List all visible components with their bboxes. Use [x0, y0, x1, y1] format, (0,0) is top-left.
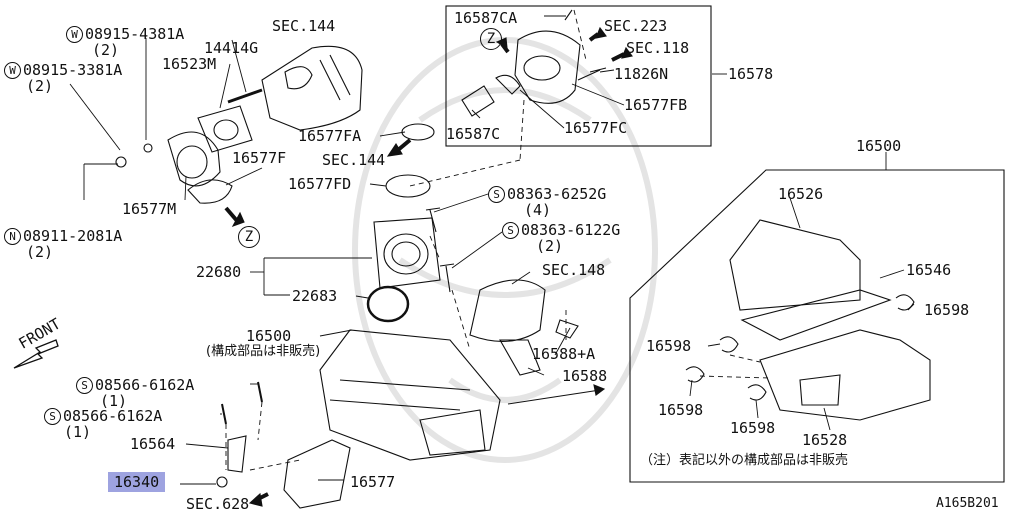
part-label: 16500	[856, 137, 902, 155]
part-label: 16588	[562, 367, 608, 385]
fastener-code: 08363-6122G	[521, 221, 621, 239]
part-label: 16546	[906, 261, 952, 279]
fastener-qty: (2)	[92, 41, 120, 59]
part-label: 16577FA	[298, 127, 362, 145]
diagram-code: A165B201	[936, 496, 999, 511]
part-label: 16577FD	[288, 175, 352, 193]
s-circle-icon: S	[44, 408, 61, 425]
part-note: (構成部品は非販売)	[206, 344, 321, 359]
clamp-16577FD	[385, 174, 431, 198]
part-label: 16598	[658, 401, 704, 419]
watermark-emblem	[352, 37, 658, 463]
part-label: 16587C	[446, 125, 501, 143]
fastener-qty: (1)	[64, 423, 92, 441]
part-label: 16577FB	[624, 96, 688, 114]
gasket-22683	[366, 285, 410, 323]
n-circle-icon: N	[4, 228, 21, 245]
part-label: 16577FC	[564, 119, 628, 137]
part-label: 14414G	[204, 39, 259, 57]
air-duct-144	[261, 45, 363, 131]
front-arrow-icon	[13, 339, 59, 369]
connector-16577M	[167, 131, 221, 187]
fastener-qty: (2)	[536, 237, 564, 255]
part-label: 16587CA	[454, 9, 518, 27]
sec-label: SEC.144	[272, 17, 336, 35]
gasket-16523M	[197, 105, 253, 153]
z-circle: Z	[480, 28, 502, 50]
footnote: （注）表記以外の構成部品は非販売	[640, 453, 849, 468]
fastener-code: 08566-6162A	[63, 407, 163, 425]
bracket-sec148	[469, 279, 546, 342]
clip-16598-b	[685, 366, 705, 383]
clip-16588A	[555, 319, 579, 339]
w-circle-icon: W	[66, 26, 83, 43]
fastener-code: 08566-6162A	[95, 376, 195, 394]
fastener-qty: (2)	[26, 243, 54, 261]
bracket-16588	[499, 339, 541, 376]
fastener-code: 08911-2081A	[23, 227, 123, 245]
s-circle-icon: S	[502, 222, 519, 239]
part-label: 16577M	[122, 200, 177, 218]
filter-16546	[740, 289, 892, 341]
s-circle-icon: S	[76, 377, 93, 394]
bracket-16564	[227, 435, 247, 473]
clamp-16577FA	[401, 123, 435, 141]
case-16528	[759, 329, 931, 421]
part-label: 22683	[292, 287, 338, 305]
part-label: 16500	[246, 327, 292, 345]
cover-16526	[729, 219, 861, 311]
sec-label: SEC.223	[604, 17, 668, 35]
clip-16598-d	[895, 294, 915, 311]
w-circle-icon: W	[4, 62, 21, 79]
part-label: 16523M	[162, 55, 217, 73]
sec-label: SEC.148	[542, 261, 606, 279]
fastener-code: 08915-4381A	[85, 25, 185, 43]
z-marker-upper: Z	[480, 28, 502, 50]
part-label: 16528	[802, 431, 848, 449]
fastener-qty: (4)	[524, 201, 552, 219]
part-16340-highlighted[interactable]: 16340	[108, 472, 166, 492]
part-label: 16598	[730, 419, 776, 437]
air-cleaner-16500	[319, 329, 501, 461]
z-circle: Z	[238, 226, 260, 248]
inset-box-16500	[629, 169, 1005, 483]
part-label: 16588+A	[532, 345, 596, 363]
sec-label: SEC.144	[322, 151, 386, 169]
fastener-code: 08363-6252G	[507, 185, 607, 203]
part-label: 16577	[350, 473, 396, 491]
part-label: 22680	[196, 263, 242, 281]
part-label: 16564	[130, 435, 176, 453]
part-label: 16598	[646, 337, 692, 355]
throttle-body-22680	[373, 217, 441, 289]
sec-label: SEC.628	[186, 495, 250, 511]
part-number-highlight[interactable]: 16340	[108, 472, 166, 492]
inset-box-16578	[445, 5, 712, 147]
clip-16598-c	[747, 384, 767, 401]
nut-16340	[216, 476, 228, 488]
part-label: 11826N	[614, 65, 669, 83]
part-label: 16526	[778, 185, 824, 203]
fastener-qty: (2)	[26, 77, 54, 95]
part-label: 16598	[924, 301, 970, 319]
duct-16577	[283, 439, 351, 509]
part-label: 16578	[728, 65, 774, 83]
fastener-code: 08915-3381A	[23, 61, 123, 79]
clip-16598-a	[719, 336, 739, 353]
part-label: 16577F	[232, 149, 287, 167]
sec-label: SEC.118	[626, 39, 690, 57]
z-marker-lower: Z	[238, 226, 260, 248]
s-circle-icon: S	[488, 186, 505, 203]
resonator-16578	[514, 30, 581, 104]
fastener-qty: (1)	[100, 392, 128, 410]
